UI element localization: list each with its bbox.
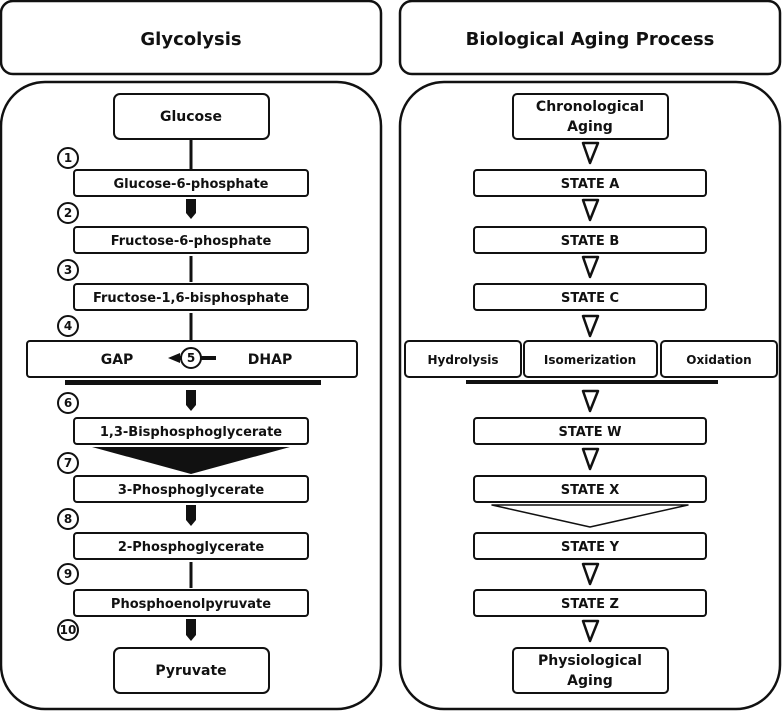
hydrolysis-box [404,340,522,378]
arrow-down-icon [581,314,600,338]
arrow-down-icon [581,619,600,643]
step-7-circle [57,452,79,474]
physiological-aging-line1: Physiological [538,653,642,669]
funnel-arrow-icon [92,447,290,474]
aging-title: Biological Aging Process [466,29,715,50]
step-10-number: 10 [60,623,77,637]
pyruvate-box [113,647,270,694]
arrow-down-icon [581,389,600,413]
phosphoenolpyruvate-box [73,589,309,617]
state-a-box [473,169,707,197]
step-6-circle [57,392,79,414]
oxidation-label: Oxidation [686,353,751,367]
state-y-label: STATE Y [561,540,620,555]
chronological-aging-line2: Aging [567,119,613,135]
step-1-circle [57,147,79,169]
dhap-label: DHAP [248,352,292,368]
2-phosphoglycerate-label: 2-Phosphoglycerate [118,540,265,555]
step-3-circle [57,259,79,281]
arrow-down-icon [186,619,196,641]
2-phosphoglycerate-box [73,532,309,560]
aging-divider [466,380,718,384]
state-x-label: STATE X [561,483,620,498]
step-2-number: 2 [64,206,72,220]
arrow-left-icon [168,353,180,363]
state-w-box [473,417,707,445]
step-9-number: 9 [64,567,72,581]
arrow-down-icon [581,562,600,586]
fructose-6-phosphate-box [73,226,309,254]
state-z-label: STATE Z [561,597,619,612]
arrow-down-icon [186,390,196,411]
step-4-number: 4 [64,319,72,333]
aging-header-box [398,0,782,76]
isomerization-box [523,340,658,378]
state-b-label: STATE B [561,234,619,249]
step-8-circle [57,508,79,530]
pyruvate-label: Pyruvate [155,663,226,679]
3-phosphoglycerate-label: 3-Phosphoglycerate [118,483,265,498]
3-phosphoglycerate-box [73,475,309,503]
step-5-number: 5 [187,351,195,365]
chronological-aging-box [512,93,669,140]
step-3-number: 3 [64,263,72,277]
glycolysis-header-box [0,0,383,76]
state-x-box [473,475,707,503]
state-w-label: STATE W [559,425,622,440]
arrow-down-icon [186,199,196,219]
arrow-down-icon [581,447,600,471]
glycolysis-divider [65,380,321,385]
glycolysis-title: Glycolysis [140,29,241,50]
state-y-box [473,532,707,560]
glucose-6-phosphate-label: Glucose-6-phosphate [113,177,268,192]
step-9-circle [57,563,79,585]
step-10-circle [57,619,79,641]
step-1-number: 1 [64,151,72,165]
funnel-arrow-icon [491,504,689,528]
isomerization-label: Isomerization [544,353,636,367]
bisphosphoglycerate-box [73,417,309,445]
state-c-label: STATE C [561,291,619,306]
step-8-number: 8 [64,512,72,526]
step-7-number: 7 [64,456,72,470]
chronological-aging-line1: Chronological [536,99,644,115]
arrow-down-icon [581,255,600,279]
arrow-down-icon [186,505,196,526]
phosphoenolpyruvate-label: Phosphoenolpyruvate [111,597,271,612]
step-2-circle [57,202,79,224]
fructose-bisphosphate-box [73,283,309,311]
gap-label: GAP [101,352,134,368]
state-z-box [473,589,707,617]
arrow-down-icon [581,198,600,222]
physiological-aging-box [512,647,669,694]
state-b-box [473,226,707,254]
fructose-bisphosphate-label: Fructose-1,6-bisphosphate [93,291,289,306]
hydrolysis-label: Hydrolysis [428,353,499,367]
state-a-label: STATE A [561,177,620,192]
glucose-box [113,93,270,140]
state-c-box [473,283,707,311]
arrow-down-icon [581,141,600,165]
oxidation-box [660,340,778,378]
glucose-label: Glucose [160,109,222,125]
bisphosphoglycerate-label: 1,3-Bisphosphoglycerate [100,425,282,440]
glucose-6-phosphate-box [73,169,309,197]
fructose-6-phosphate-label: Fructose-6-phosphate [111,234,272,249]
step-4-circle [57,315,79,337]
physiological-aging-line2: Aging [567,673,613,689]
step-5-circle [180,347,202,369]
step-6-number: 6 [64,396,72,410]
